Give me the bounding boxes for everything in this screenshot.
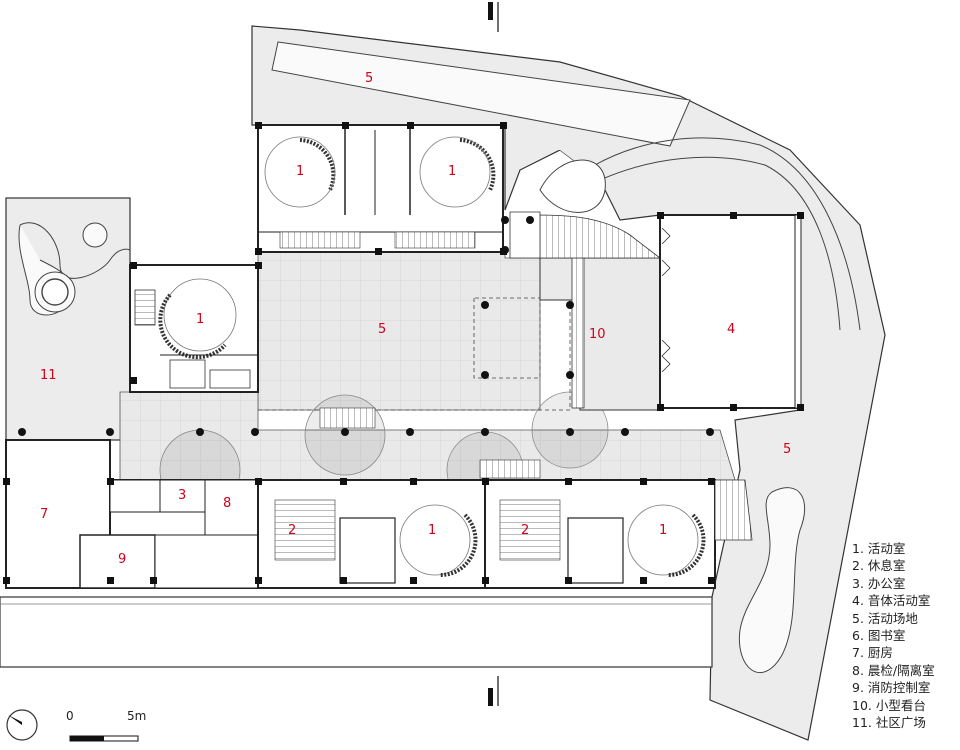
legend-item: 10. 小型看台 (852, 697, 926, 713)
room-num-east-lawn: 5 (783, 442, 791, 457)
room-num-central-court: 5 (378, 322, 386, 337)
legend-item: 4. 音体活动室 (852, 593, 931, 609)
structural-columns (3, 122, 804, 584)
north-wing (257, 124, 504, 253)
room-legend: 1. 活动室 2. 休息室 3. 办公室 4. 音体活动室 5. 活动场地 6.… (852, 540, 960, 731)
legend-item: 6. 图书室 (852, 628, 906, 644)
room-num-fire-room: 9 (118, 552, 126, 567)
room-num-north-left: 1 (296, 164, 304, 179)
legend-item: 3. 办公室 (852, 575, 906, 591)
legend-item: 9. 消防控制室 (852, 680, 931, 696)
scale-zero-label: 0 (66, 709, 74, 723)
scale-max-label: 5m (127, 709, 146, 723)
room-num-grand-stair: 10 (589, 327, 606, 342)
north-arrow-icon (6, 709, 38, 741)
section-mark-top (488, 2, 499, 32)
central-court (257, 251, 541, 411)
room-num-activity-south-left: 1 (428, 523, 436, 538)
room-num-activity-south-right: 1 (659, 523, 667, 538)
site-lawn-outline (251, 25, 886, 741)
room-num-kitchen: 7 (40, 507, 48, 522)
section-mark-bottom (488, 676, 499, 706)
room-num-west-plaza: 11 (40, 368, 57, 383)
scale-bar: 0 5m (66, 709, 146, 742)
legend-item: 7. 厨房 (852, 645, 893, 661)
legend-item: 2. 休息室 (852, 558, 906, 574)
room-num-top-lawn: 5 (365, 71, 373, 86)
room-num-hall: 4 (727, 322, 735, 337)
legend-item: 11. 社区广场 (852, 715, 926, 731)
fire-control-room (79, 534, 156, 589)
room-num-north-right: 1 (448, 164, 456, 179)
room-num-office: 3 (178, 488, 186, 503)
legend-item: 8. 晨检/隔离室 (852, 662, 935, 678)
east-lawn-pond (738, 487, 806, 674)
room-num-rest-left: 2 (288, 523, 296, 538)
room-num-check-room: 8 (223, 496, 231, 511)
room-num-west-room: 1 (196, 312, 204, 327)
room-num-rest-right: 2 (521, 523, 529, 538)
hall (659, 214, 801, 409)
legend-item: 5. 活动场地 (852, 610, 918, 626)
road (0, 596, 713, 668)
legend-item: 1. 活动室 (852, 541, 906, 556)
